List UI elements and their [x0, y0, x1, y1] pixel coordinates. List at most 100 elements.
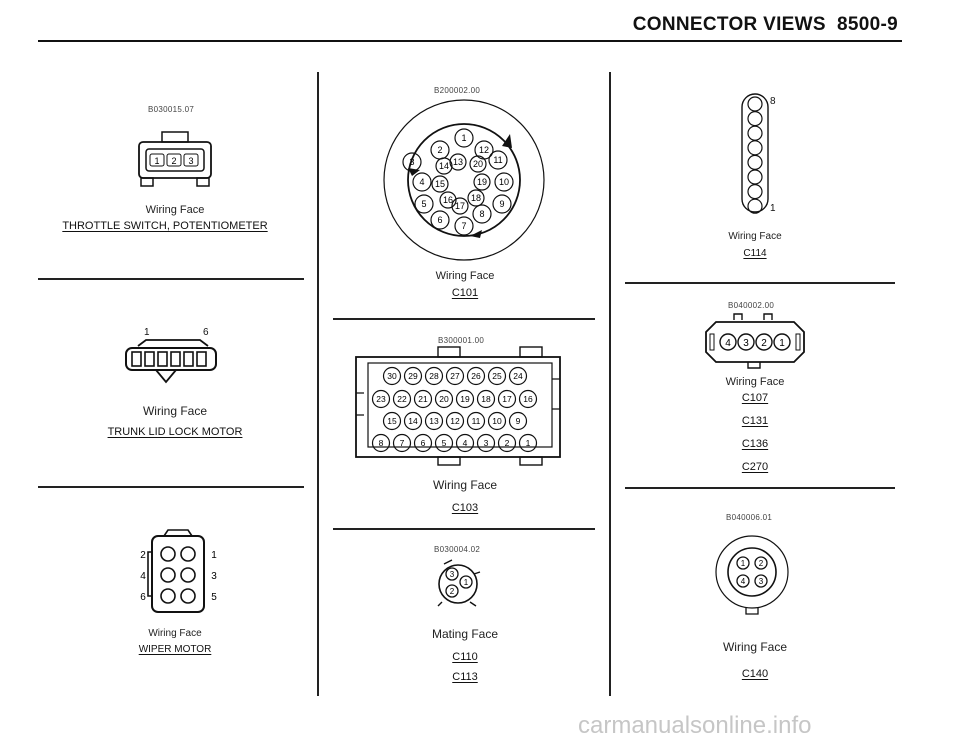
c107-pin-1: 1	[779, 338, 785, 349]
c101-pin-13-ring	[449, 153, 467, 171]
c103-pin-24: 24	[513, 371, 523, 381]
watermark-text: carmanualsonline.info	[578, 712, 812, 739]
c101-pin-3: 3	[409, 157, 414, 167]
c103-pin-17-ring	[497, 389, 517, 409]
wiper-pin-4: 4	[140, 571, 146, 582]
wiper-pin-1: 1	[211, 550, 217, 561]
c103-pin-1: 1	[526, 438, 531, 448]
c110-face-label: Mating Face	[431, 627, 499, 641]
c110-pin-1: 1	[464, 578, 469, 587]
c103-pin-15: 15	[387, 416, 397, 426]
c101-pin-6-ring	[430, 210, 450, 230]
throttle-pin-1: 1	[154, 156, 159, 166]
c101-pin-6: 6	[437, 215, 442, 225]
wiper-pin-3: 3	[211, 571, 217, 582]
c110-id: C110	[452, 651, 478, 663]
c103-pin-29-ring	[403, 366, 423, 386]
c103-pin-16-ring	[518, 389, 538, 409]
c101-id: C101	[451, 287, 479, 299]
c101-pin-13: 13	[453, 157, 463, 167]
wiper-pin-5: 5	[211, 592, 217, 603]
wiper-connector-diagram: 2 1 4 3 6 5	[140, 529, 217, 613]
c114-pin-2-ring	[747, 183, 763, 200]
c101-pin-15-ring	[431, 175, 449, 193]
trunk-face-label: Wiring Face	[142, 404, 207, 418]
c103-pin-26-ring	[466, 366, 486, 386]
c101-pin-9: 9	[499, 199, 504, 209]
c101-pin-5-ring	[414, 194, 434, 214]
c140-pin-1: 1	[741, 559, 746, 568]
c103-pin-12-ring	[445, 411, 465, 431]
c103-pin-24-ring	[508, 366, 528, 386]
c103-pin-18-ring	[476, 389, 496, 409]
divider-right-1	[625, 282, 895, 284]
c103-pin-2-ring	[497, 433, 517, 453]
column-divider-right	[609, 72, 611, 696]
page-number: 8500-9	[837, 14, 898, 35]
throttle-pin-2: 2	[171, 156, 176, 166]
c103-pin-10-ring	[487, 411, 507, 431]
c101-pin-16-ring	[439, 191, 457, 209]
c103-pin-5-ring	[434, 433, 454, 453]
c110-pin-3: 3	[450, 570, 455, 579]
c101-pin-3-ring	[402, 152, 422, 172]
throttle-name: THROTTLE SWITCH, POTENTIOMETER	[62, 220, 268, 232]
c101-pin-9-ring	[492, 194, 512, 214]
c103-pin-11: 11	[472, 416, 481, 426]
c103-pin-2: 2	[505, 438, 510, 448]
c107-id: C107	[741, 392, 769, 404]
c103-pin-4: 4	[463, 438, 468, 448]
c103-face-label: Wiring Face	[432, 478, 497, 492]
divider-left-1	[38, 278, 304, 280]
wiper-name: WIPER MOTOR	[138, 644, 212, 655]
c101-pin-19: 19	[477, 177, 487, 187]
c270-id: C270	[741, 461, 769, 473]
c103-pin-4-ring	[455, 433, 475, 453]
c114-id: C114	[743, 248, 767, 259]
c110-connector-diagram: 3 1 2	[437, 559, 481, 607]
c107-pin-3: 3	[743, 338, 749, 349]
c101-pin-14-ring	[435, 157, 453, 175]
c103-pin-27: 27	[450, 371, 460, 381]
throttle-code: B030015.07	[148, 105, 195, 114]
c101-pin-18: 18	[471, 193, 481, 203]
c101-pin-17: 17	[455, 201, 465, 211]
c113-id: C113	[452, 671, 478, 683]
c103-pin-5: 5	[442, 438, 447, 448]
c103-pin-11-ring	[466, 411, 486, 431]
c114-pin-4-ring	[747, 154, 763, 171]
c136-id: C136	[741, 438, 769, 450]
c103-pin-7: 7	[400, 438, 405, 448]
throttle-pin-3: 3	[188, 156, 193, 166]
c140-connector-diagram: 1 2 4 3	[715, 535, 789, 615]
c101-pin-1: 1	[461, 133, 466, 143]
column-divider-left	[317, 72, 319, 696]
c103-pin-14: 14	[408, 416, 418, 426]
c101-pin-8-ring	[472, 204, 492, 224]
c114-face-label: Wiring Face	[728, 231, 782, 242]
trunk-name: TRUNK LID LOCK MOTOR	[107, 426, 243, 438]
c101-pin-11-ring	[488, 150, 508, 170]
c101-code: B200002.00	[434, 86, 481, 95]
c114-pin-1-ring	[747, 198, 763, 214]
c140-pin-3: 3	[759, 577, 764, 586]
c103-pin-8-ring	[371, 433, 391, 453]
divider-right-2	[625, 487, 895, 489]
c101-pin-4: 4	[419, 177, 424, 187]
c101-pin-17-ring	[451, 197, 469, 215]
c103-pin-12: 12	[450, 416, 460, 426]
c101-pin-15: 15	[435, 179, 445, 189]
c114-pin-8-label: 8	[770, 96, 776, 107]
wiper-face-label: Wiring Face	[148, 628, 202, 639]
c101-pin-16: 16	[443, 195, 453, 205]
c103-pin-17: 17	[502, 394, 512, 404]
c101-pin-4-ring	[412, 172, 432, 192]
c101-face-label: Wiring Face	[435, 270, 495, 282]
c103-pin-23-ring	[371, 389, 391, 409]
c103-pin-16: 16	[523, 394, 533, 404]
c103-id: C103	[451, 502, 479, 514]
c103-pin-20-ring	[434, 389, 454, 409]
c103-pin-6: 6	[421, 438, 426, 448]
header-rule	[38, 40, 902, 42]
